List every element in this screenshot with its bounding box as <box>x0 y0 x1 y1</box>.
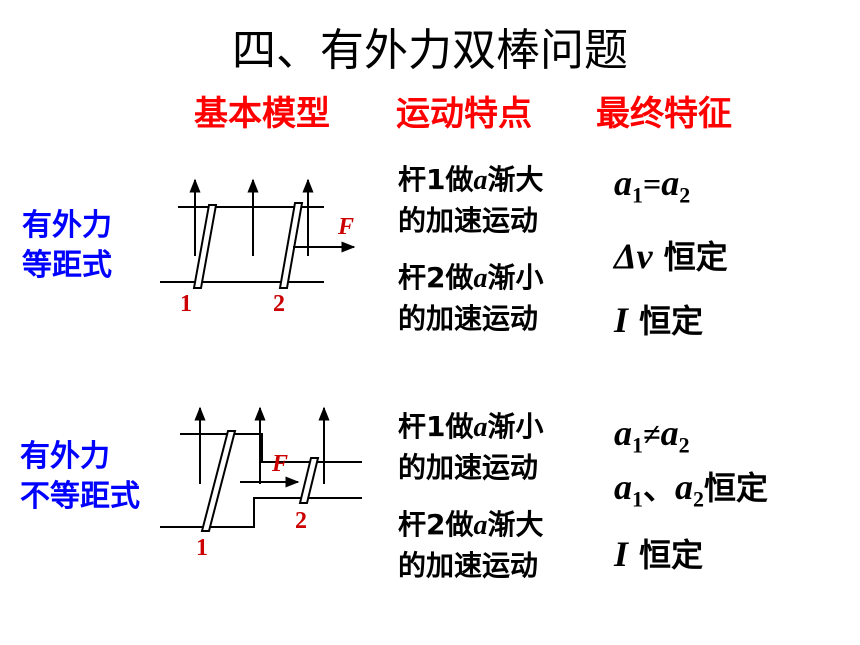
subscript: 2 <box>679 182 691 208</box>
case1-feature-dv: Δv 恒定 <box>614 232 728 278</box>
header-model: 基本模型 <box>194 94 330 134</box>
not-equal-sign: ≠ <box>643 416 661 452</box>
acceleration-symbol: a <box>473 510 488 541</box>
page-title: 四、有外力双棒问题 <box>232 25 628 76</box>
case1-label: 有外力 等距式 <box>22 206 112 286</box>
header-motion: 运动特点 <box>396 94 532 134</box>
symbol: I <box>614 534 629 574</box>
case2-feature-accel-constant: a1、a2恒定 <box>614 463 768 512</box>
case2-label: 有外力 不等距式 <box>20 437 140 517</box>
bottom-rail <box>160 497 362 528</box>
text: 恒定 <box>628 536 704 574</box>
text: 的加速运动 <box>398 302 539 335</box>
text: 杆2做 <box>398 261 474 294</box>
case2-rod2-motion: 杆2做a渐大 的加速运动 <box>398 505 544 586</box>
rod-1 <box>192 204 218 289</box>
case2-feature-accel-unequal: a1≠a2 <box>614 412 690 458</box>
symbol: Δv <box>614 236 653 276</box>
text: 杆1做 <box>398 410 474 443</box>
text: 恒定 <box>652 238 728 276</box>
rod-1 <box>200 430 237 532</box>
text: 的加速运动 <box>398 451 539 484</box>
subscript: 2 <box>693 486 705 512</box>
rod-2 <box>298 457 320 504</box>
diagram-equal-spacing <box>160 178 356 289</box>
symbol: a <box>614 163 632 203</box>
text: 杆2做 <box>398 508 474 541</box>
force-label: F <box>271 451 288 477</box>
rod-2-number: 2 <box>295 508 307 534</box>
text: 渐小 <box>487 410 544 443</box>
case1-rod2-motion: 杆2做a渐小 的加速运动 <box>398 258 544 339</box>
text: 杆1做 <box>398 163 474 196</box>
symbol: I <box>614 300 629 340</box>
case1-label-line1: 有外力 <box>22 208 112 243</box>
case1-feature-current: I 恒定 <box>614 296 703 342</box>
symbol: a <box>614 467 632 507</box>
case1-label-line2: 等距式 <box>22 248 112 283</box>
text: 渐大 <box>487 163 544 196</box>
symbol: a <box>660 413 679 453</box>
text: 恒定 <box>628 302 704 340</box>
text: 渐大 <box>487 508 544 541</box>
symbol: a <box>614 413 632 453</box>
symbol: a <box>661 163 680 203</box>
header-feature: 最终特征 <box>596 94 732 134</box>
acceleration-symbol: a <box>473 412 488 443</box>
rod-2-number: 2 <box>273 291 285 317</box>
rod-1-number: 1 <box>180 291 192 317</box>
subscript: 1 <box>632 182 643 208</box>
symbol: a <box>675 467 694 507</box>
case2-feature-current: I 恒定 <box>614 530 703 576</box>
rod-1-number: 1 <box>196 535 208 561</box>
equals-sign: = <box>643 166 662 202</box>
case1-rod1-motion: 杆1做a渐大 的加速运动 <box>398 160 544 241</box>
text: 恒定 <box>704 469 769 507</box>
separator: 、 <box>643 469 676 507</box>
text: 的加速运动 <box>398 549 539 582</box>
subscript: 1 <box>632 486 643 512</box>
diagram-unequal-spacing <box>160 406 362 532</box>
acceleration-symbol: a <box>473 263 488 294</box>
acceleration-symbol: a <box>473 165 488 196</box>
force-label: F <box>337 214 354 240</box>
case2-label-line2: 不等距式 <box>20 479 140 514</box>
case1-feature-accel: a1=a2 <box>614 162 690 208</box>
case2-label-line1: 有外力 <box>20 439 110 474</box>
subscript: 2 <box>678 432 690 458</box>
text: 的加速运动 <box>398 204 539 237</box>
text: 渐小 <box>487 261 544 294</box>
case2-rod1-motion: 杆1做a渐小 的加速运动 <box>398 407 544 488</box>
subscript: 1 <box>632 432 643 458</box>
top-rail <box>180 433 362 463</box>
rod-2 <box>278 202 304 289</box>
